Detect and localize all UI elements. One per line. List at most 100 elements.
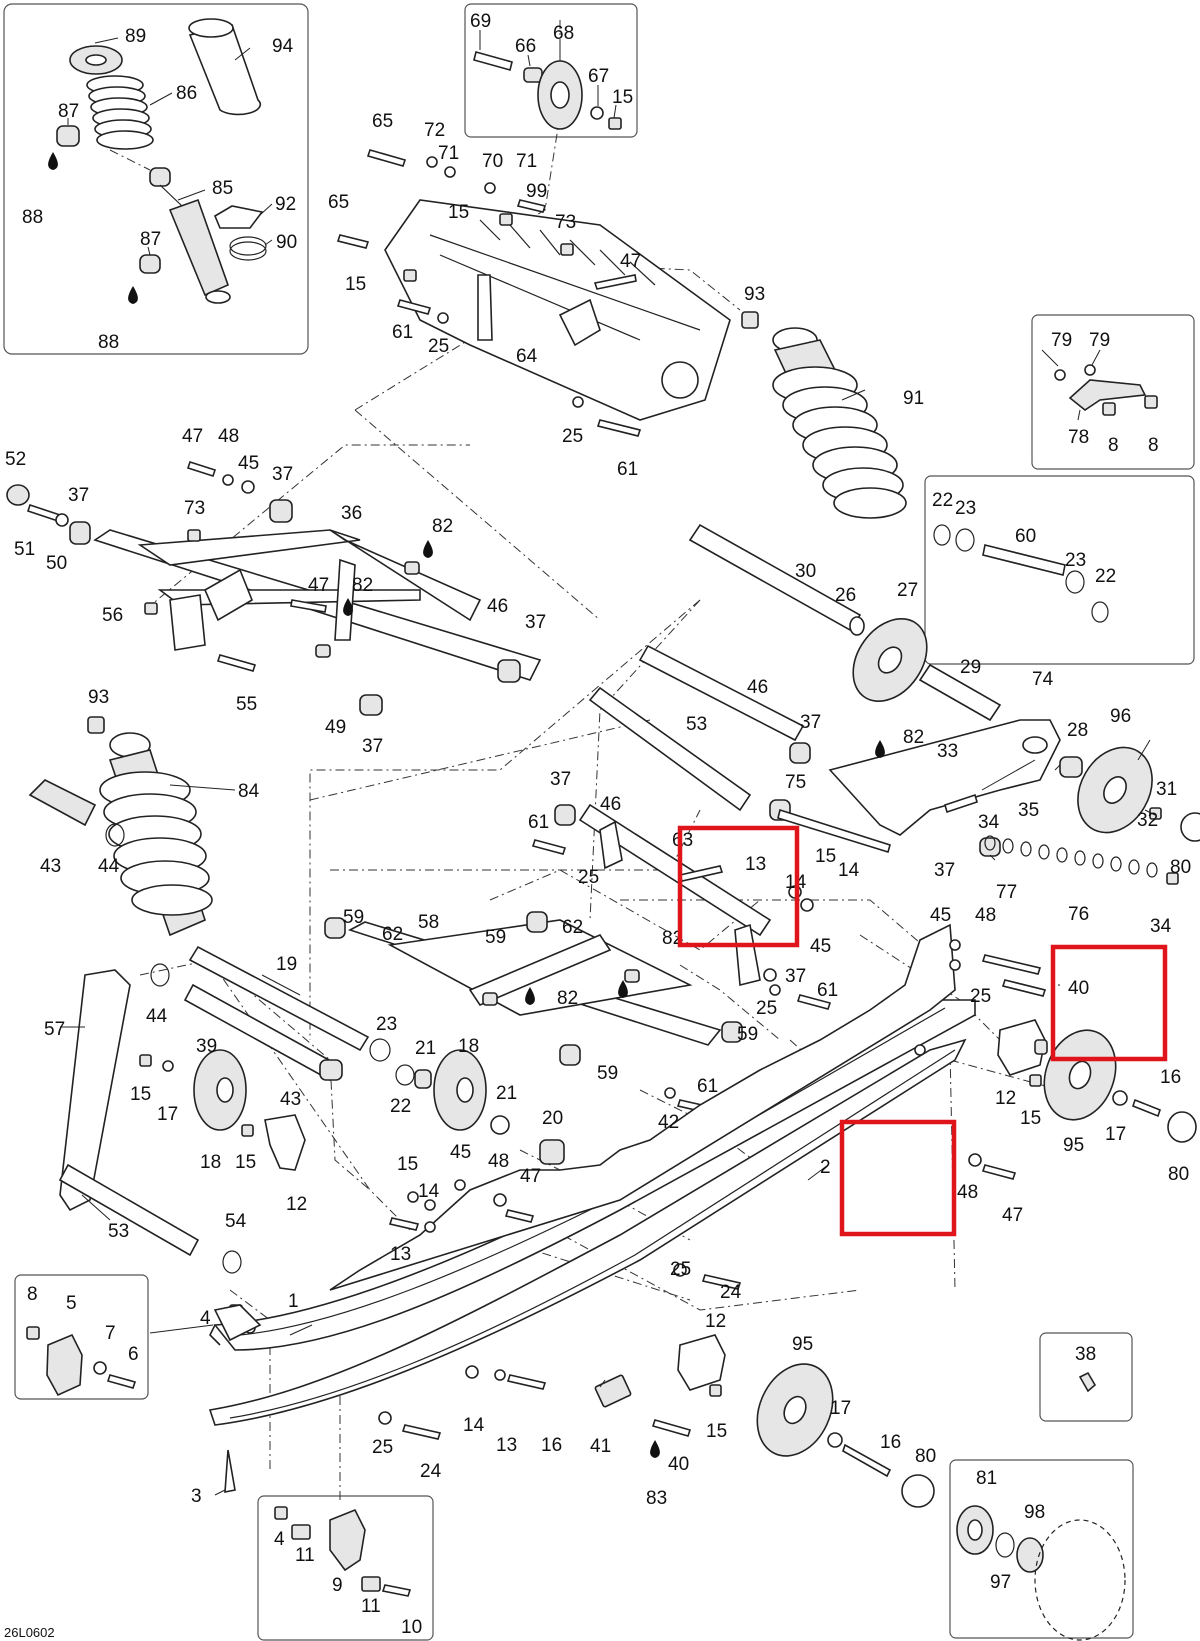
callout-41: 41 bbox=[590, 1436, 611, 1457]
grease-drop-icon-8 bbox=[650, 1440, 660, 1458]
callout-14c: 14 bbox=[418, 1181, 440, 1202]
callout-46b: 46 bbox=[747, 677, 768, 698]
callout-61b: 61 bbox=[617, 459, 638, 480]
shock-absorber-icon bbox=[168, 198, 230, 297]
grease-drop-icon-2 bbox=[128, 286, 138, 304]
callout-34b: 34 bbox=[1150, 916, 1172, 937]
callout-40a: 40 bbox=[1068, 978, 1089, 999]
grease-drop-icon bbox=[48, 152, 58, 170]
bracket-78-icon bbox=[1068, 379, 1147, 411]
callout-37b: 37 bbox=[272, 464, 293, 485]
callout-15g: 15 bbox=[235, 1152, 256, 1173]
callout-96: 96 bbox=[1110, 706, 1131, 727]
wear-slider-inset-parts bbox=[274, 1506, 412, 1597]
callout-69: 69 bbox=[470, 11, 491, 32]
callout-7: 7 bbox=[105, 1323, 116, 1344]
lower-front-parts bbox=[58, 945, 565, 1274]
callout-17a: 17 bbox=[157, 1104, 178, 1125]
callout-22b: 22 bbox=[1095, 566, 1116, 587]
callout-61d: 61 bbox=[817, 980, 838, 1001]
callout-21b: 21 bbox=[496, 1083, 517, 1104]
hardware-bolts bbox=[336, 149, 759, 437]
callout-63: 63 bbox=[672, 830, 693, 851]
callout-67: 67 bbox=[588, 66, 609, 87]
callout-55: 55 bbox=[236, 694, 257, 715]
highlight-boxes bbox=[677, 825, 1168, 1237]
callout-83: 83 bbox=[646, 1488, 667, 1509]
callout-22c: 22 bbox=[390, 1096, 411, 1117]
rear-shock-91-icon bbox=[772, 327, 907, 519]
callout-36: 36 bbox=[341, 503, 362, 524]
callout-3: 3 bbox=[191, 1486, 202, 1507]
callout-82c: 82 bbox=[903, 727, 924, 748]
callout-22a: 22 bbox=[932, 490, 953, 511]
callout-37f: 37 bbox=[550, 769, 571, 790]
callout-48b: 48 bbox=[975, 905, 996, 926]
callout-12c: 12 bbox=[705, 1311, 726, 1332]
callout-13c: 13 bbox=[496, 1435, 517, 1456]
callout-82e: 82 bbox=[557, 988, 578, 1009]
grease-drop-icon-5 bbox=[875, 740, 885, 758]
callout-15h: 15 bbox=[397, 1154, 418, 1175]
slider-9-icon bbox=[329, 1508, 366, 1572]
callout-52: 52 bbox=[5, 449, 26, 470]
axle-19-icon bbox=[188, 945, 370, 1052]
callout-89: 89 bbox=[125, 26, 146, 47]
grease-drop-icon-3 bbox=[423, 540, 433, 558]
callout-42: 42 bbox=[658, 1112, 679, 1133]
leader-lines bbox=[60, 30, 1156, 1496]
callout-11b: 11 bbox=[361, 1596, 381, 1617]
bolt-icon bbox=[473, 51, 513, 71]
callout-44b: 44 bbox=[146, 1006, 168, 1027]
grease-drop-icon-7 bbox=[618, 980, 628, 998]
callout-73b: 73 bbox=[184, 498, 205, 519]
callout-88: 88 bbox=[22, 207, 43, 228]
callout-72: 72 bbox=[424, 120, 445, 141]
callout-57: 57 bbox=[44, 1019, 65, 1040]
rear-arm-64-icon bbox=[384, 199, 731, 421]
highlight-box-13 bbox=[677, 825, 800, 948]
callout-80a: 80 bbox=[1170, 857, 1191, 878]
callout-74: 74 bbox=[1032, 669, 1054, 690]
callout-87: 87 bbox=[58, 101, 79, 122]
callout-85: 85 bbox=[212, 178, 233, 199]
callout-40b: 40 bbox=[668, 1454, 689, 1475]
axle-46-icon bbox=[638, 644, 805, 742]
callout-11a: 11 bbox=[295, 1545, 315, 1566]
callout-37h: 37 bbox=[785, 966, 806, 987]
coil-spring-icon bbox=[86, 75, 154, 150]
callout-81: 81 bbox=[976, 1468, 997, 1489]
callout-62a: 62 bbox=[382, 924, 403, 945]
callout-23c: 23 bbox=[376, 1014, 397, 1035]
callout-25d: 25 bbox=[756, 998, 777, 1019]
front-shock-84-icon bbox=[28, 716, 213, 937]
callout-48c: 48 bbox=[488, 1151, 509, 1172]
callout-47d: 47 bbox=[520, 1166, 541, 1187]
callout-79b: 79 bbox=[1089, 330, 1110, 351]
callout-82b: 82 bbox=[352, 575, 373, 596]
callout-94: 94 bbox=[272, 36, 294, 57]
callout-8b: 8 bbox=[1148, 435, 1159, 456]
callout-62b: 62 bbox=[562, 917, 583, 938]
inset-idler-parts bbox=[473, 51, 622, 130]
callout-53b: 53 bbox=[108, 1221, 129, 1242]
callout-54: 54 bbox=[225, 1211, 247, 1232]
callout-71a: 71 bbox=[438, 143, 459, 164]
callout-93a: 93 bbox=[744, 284, 765, 305]
callout-29: 29 bbox=[960, 657, 981, 678]
callout-4a: 4 bbox=[200, 1308, 211, 1329]
callout-43b: 43 bbox=[280, 1089, 301, 1110]
callout-61a: 61 bbox=[392, 322, 413, 343]
wheel-mount-12c-icon bbox=[677, 1334, 726, 1391]
inset-bracket-parts bbox=[1054, 364, 1158, 416]
callout-1: 1 bbox=[288, 1291, 299, 1312]
axle-53b-icon bbox=[58, 1163, 200, 1257]
callout-68: 68 bbox=[553, 23, 574, 44]
callout-92: 92 bbox=[275, 194, 296, 215]
callout-38: 38 bbox=[1075, 1344, 1096, 1365]
callout-86: 86 bbox=[176, 83, 197, 104]
callout-10: 10 bbox=[401, 1617, 422, 1638]
callout-25c: 25 bbox=[578, 867, 599, 888]
callout-39: 39 bbox=[196, 1036, 217, 1057]
diagram-code: 26L0602 bbox=[4, 1625, 55, 1640]
